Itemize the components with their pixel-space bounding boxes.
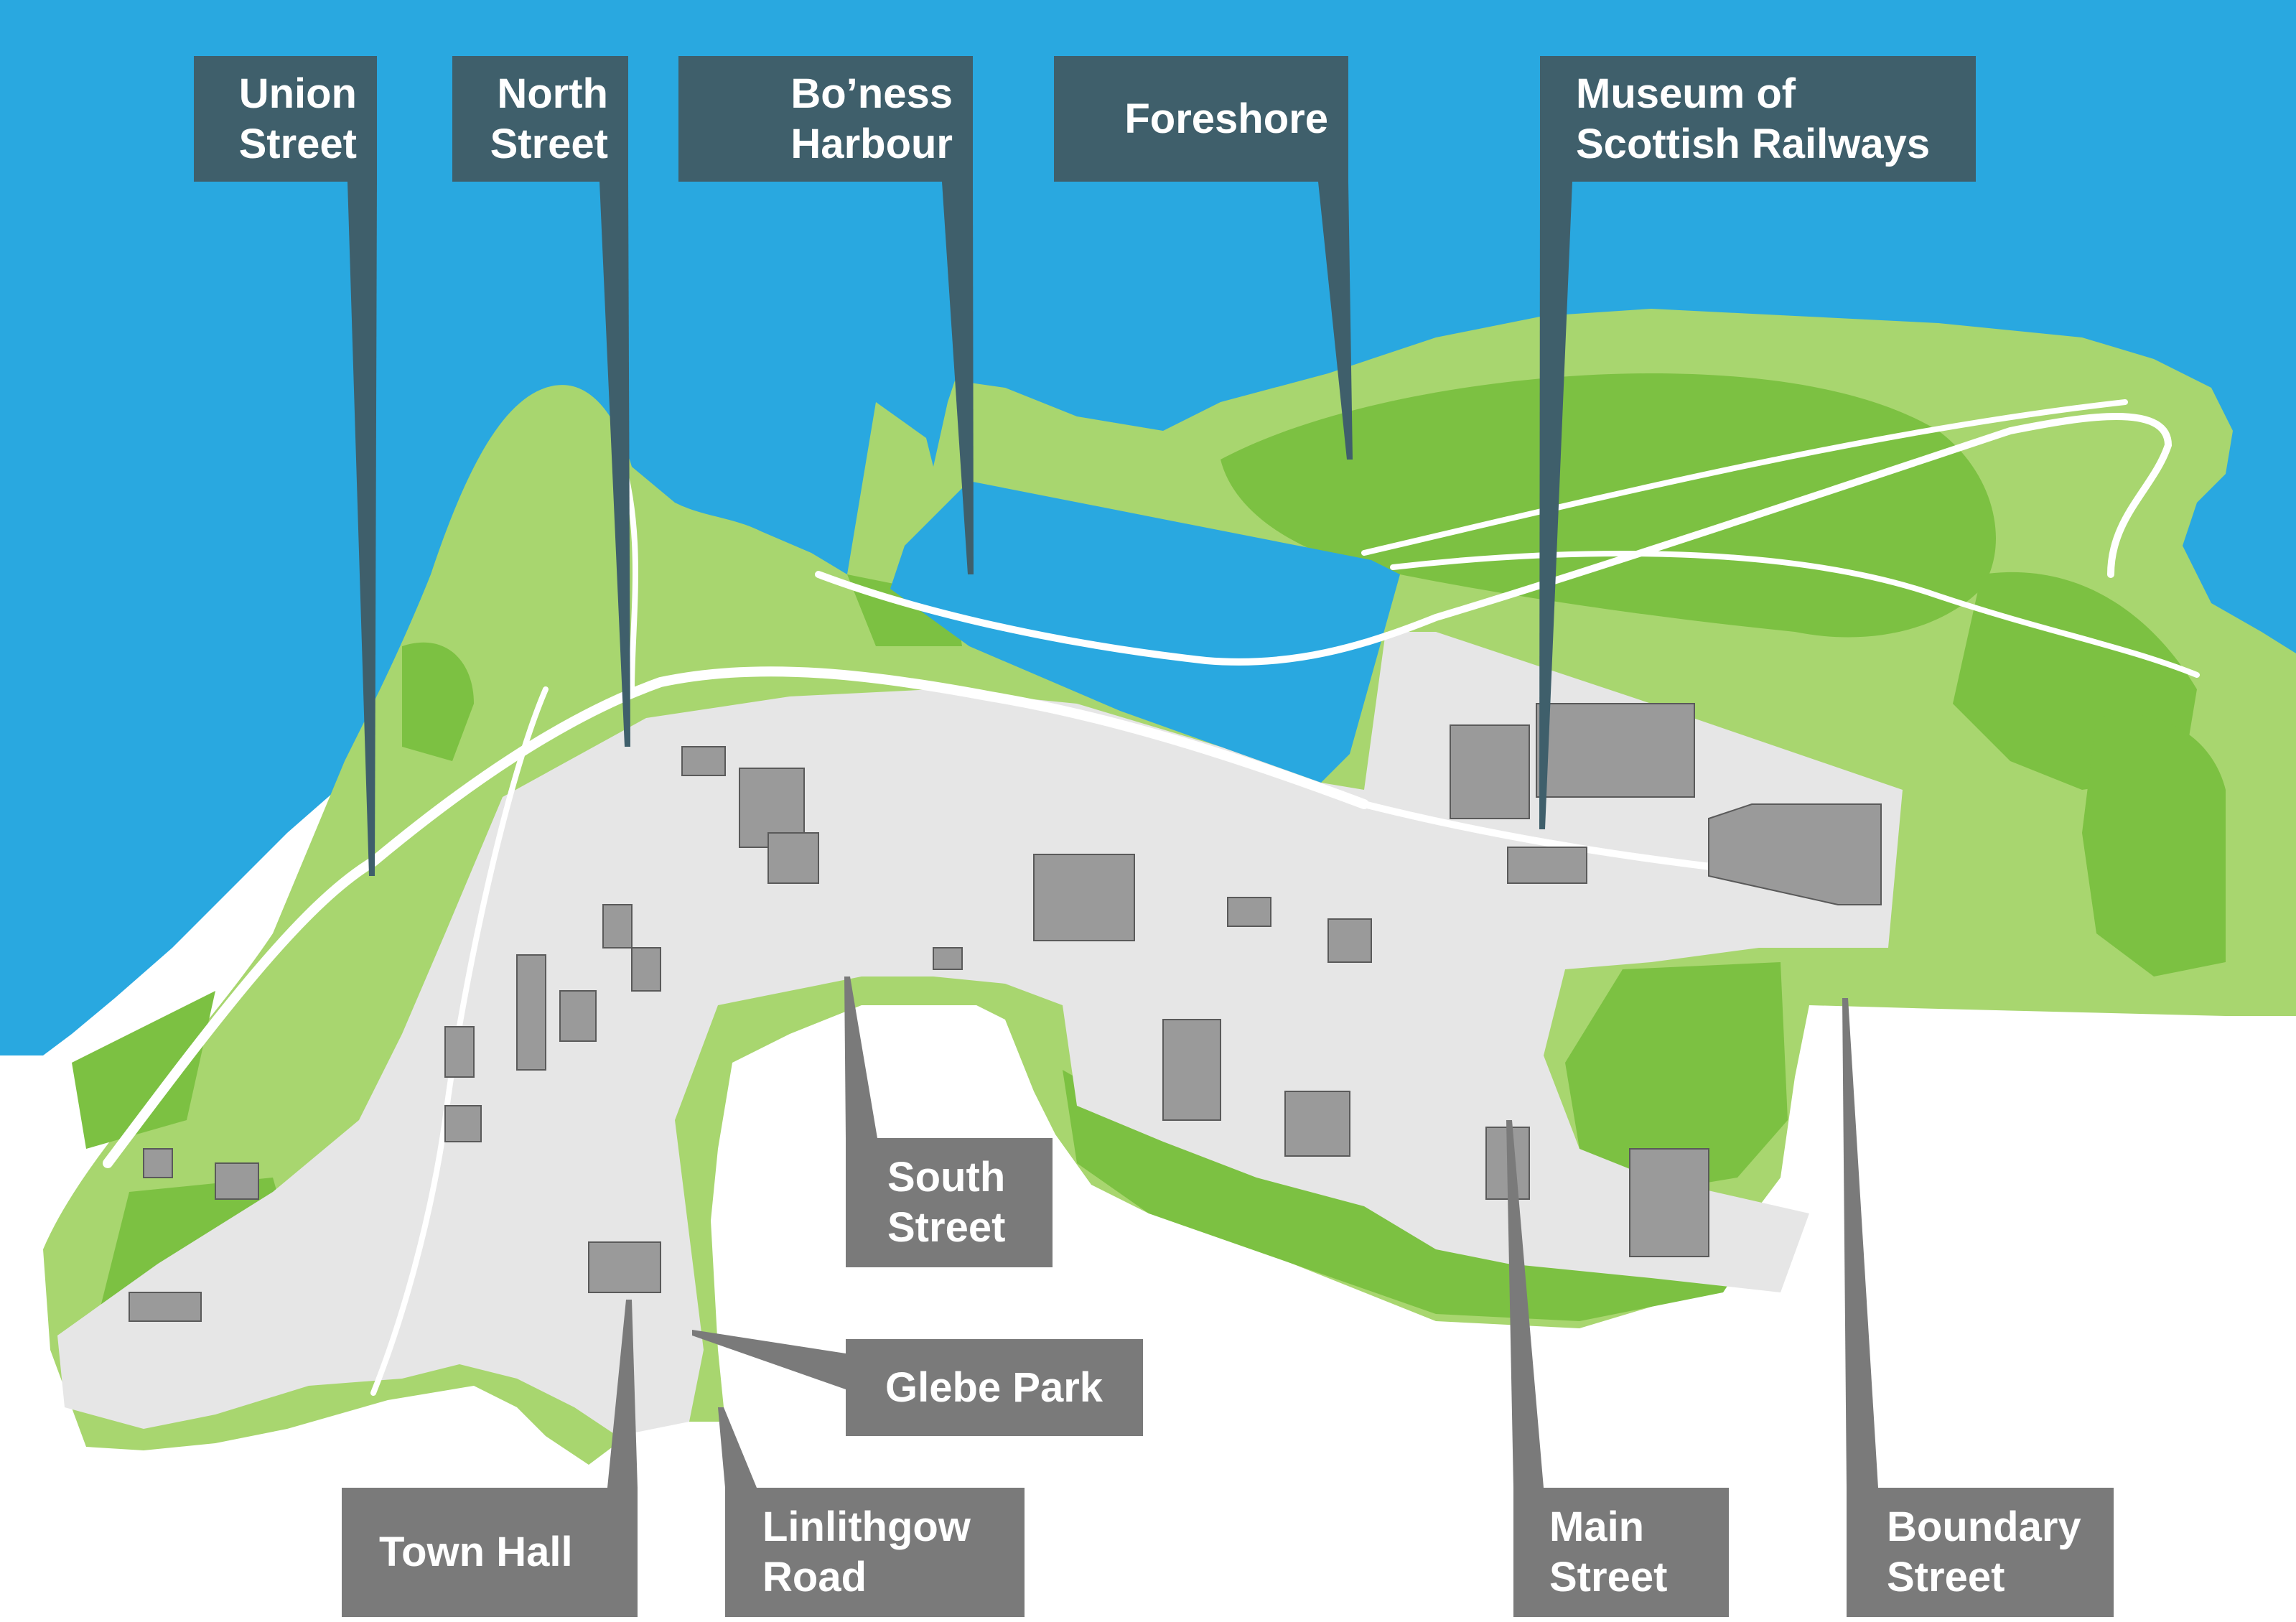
label-foreshore: Foreshore [1054, 56, 1348, 182]
town-paved [57, 632, 1903, 1436]
harbour-basin [890, 481, 1400, 783]
label-glebe-park: Glebe Park [846, 1339, 1143, 1436]
label-town-hall: Town Hall [342, 1488, 638, 1617]
buildings [129, 703, 1882, 1322]
